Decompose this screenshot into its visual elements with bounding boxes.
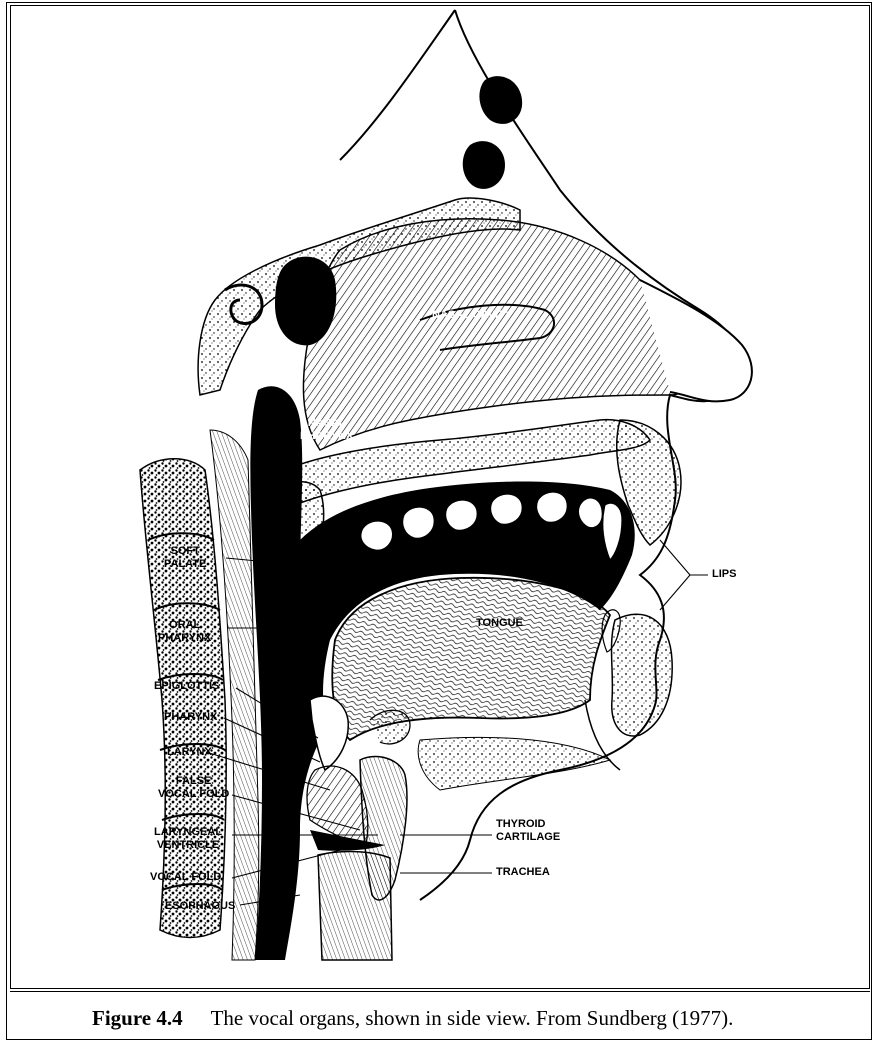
label-tongue: TONGUE [476, 617, 523, 630]
jaw-stipple [418, 737, 610, 790]
label-larynx: LARYNX [167, 746, 212, 759]
label-esophagus: ESOPHAGUS [165, 900, 235, 913]
sinus-upper [479, 76, 522, 124]
label-vocal-fold: VOCAL FOLD [150, 871, 221, 884]
nasal-cavity-shape [303, 219, 693, 450]
label-pharynx: PHARYNX [164, 711, 217, 724]
caption-text: The vocal organs, shown in side view. Fr… [211, 1006, 734, 1030]
label-trachea: TRACHEA [496, 866, 550, 879]
label-epiglottis: EPIGLOTTIS [154, 680, 219, 693]
sinus-lower [463, 141, 505, 189]
caption-divider [10, 991, 870, 992]
epiglottis-shape [310, 696, 348, 770]
label-lips: LIPS [712, 568, 736, 581]
vocal-organs-diagram [0, 0, 879, 990]
tongue-shape [332, 578, 610, 740]
trachea-shape [318, 852, 392, 960]
figure-number: Figure 4.4 [92, 1006, 183, 1030]
hyoid [370, 710, 410, 744]
lower-lip [611, 614, 672, 736]
figure-caption: Figure 4.4 The vocal organs, shown in sid… [92, 1006, 733, 1031]
label-nasal-cavity: NASAL CAVITY [432, 309, 512, 322]
cervical-spine [140, 459, 226, 938]
